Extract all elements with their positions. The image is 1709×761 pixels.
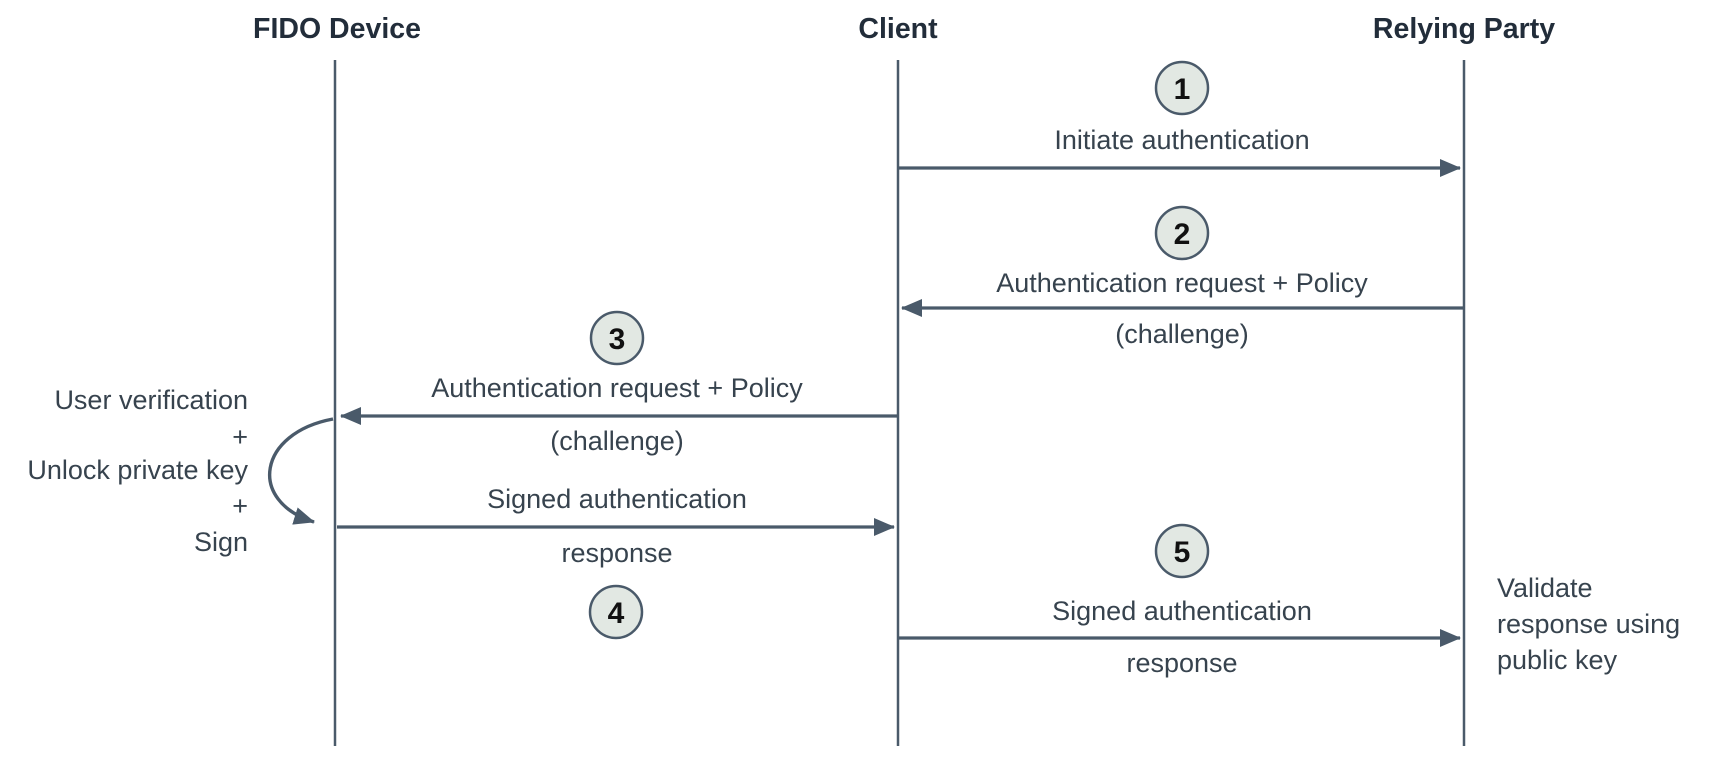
message-sublabel-5: response [1126,648,1237,678]
fido-action-line-4: + [232,491,248,521]
message-sublabel-2: (challenge) [1115,319,1249,349]
message-label-4: Signed authentication [487,484,747,514]
step-badge-circle-1 [1154,60,1210,116]
message-label-2: Authentication request + Policy [996,268,1368,298]
relying-party-action-line-2: response using [1497,609,1680,639]
fido-action-line-3: Unlock private key [27,455,248,485]
fido-action-line-5: Sign [194,527,248,557]
message-label-3: Authentication request + Policy [431,373,803,403]
step-number-4: 4 [608,597,625,630]
relying-party-action-line-1: Validate [1497,573,1593,603]
step-badge-circle-3 [589,310,645,366]
fido-device-action-note: User verification + Unlock private key +… [27,385,248,557]
step-badge-circle-5 [1154,523,1210,579]
message-label-5: Signed authentication [1052,596,1312,626]
fido-action-line-2: + [232,422,248,452]
fido-action-line-1: User verification [54,385,248,415]
relying-party-action-note: Validate response using public key [1497,573,1680,675]
step-number-5: 5 [1174,536,1191,569]
relying-party-action-line-3: public key [1497,645,1618,675]
actor-title-fido-device: FIDO Device [253,13,421,45]
message-2: 2 Authentication request + Policy (chall… [901,205,1464,349]
actor-title-client: Client [858,13,938,45]
step-number-1: 1 [1174,73,1191,106]
message-1: 1 Initiate authentication [898,60,1461,177]
message-label-1: Initiate authentication [1054,125,1309,155]
message-sublabel-3: (challenge) [550,426,684,456]
step-number-2: 2 [1174,218,1191,251]
message-4: Signed authentication response 4 [337,484,895,640]
message-3: 3 Authentication request + Policy (chall… [340,310,898,456]
message-sublabel-4: response [561,538,672,568]
actor-title-relying-party: Relying Party [1373,13,1555,45]
self-action-arrow [268,417,334,525]
step-badge-circle-2 [1154,205,1210,261]
step-badge-circle-4 [588,584,644,640]
message-5: 5 Signed authentication response [898,523,1461,678]
step-number-3: 3 [609,323,626,356]
